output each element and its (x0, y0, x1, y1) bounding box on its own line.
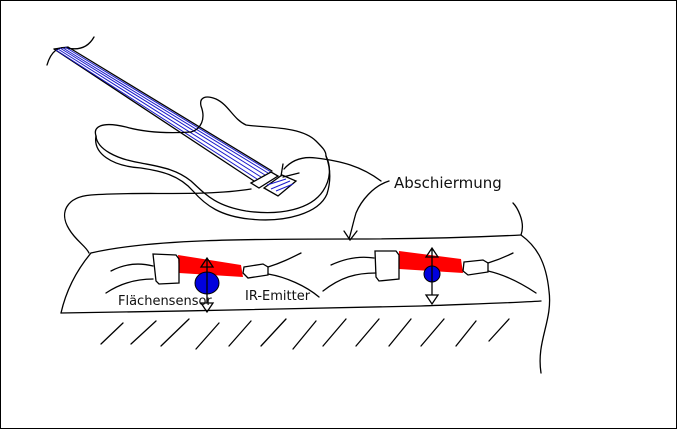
ir-beam (178, 255, 243, 277)
guitar-bridge (249, 163, 300, 197)
sensor-unit-2 (322, 246, 537, 306)
label-area-sensor: Flächensensor (118, 294, 212, 309)
sensor-unit-1: Flächensensor IR-Emitter (105, 252, 320, 314)
guitar-neck (53, 46, 273, 182)
shielding-leader (348, 180, 390, 240)
ir-beam (399, 251, 463, 273)
label-shielding: Abschiermung (394, 174, 502, 192)
label-ir-emitter: IR-Emitter (245, 289, 311, 304)
cable-bottom (64, 188, 252, 254)
ground-hatching (100, 318, 510, 350)
guitar-body (94, 96, 382, 221)
shielding-enclosure (60, 202, 551, 374)
